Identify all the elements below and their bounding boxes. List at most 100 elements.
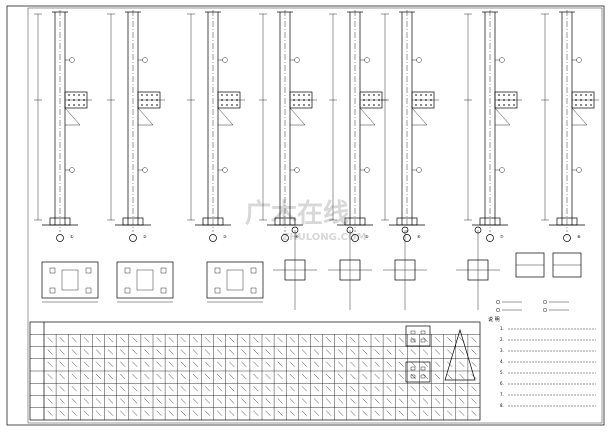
- plan-hole: [410, 338, 416, 343]
- anchor-bolt: [124, 287, 131, 294]
- cell-mark: [410, 386, 416, 392]
- cell-mark: [301, 386, 307, 392]
- grid-bubble: [486, 234, 494, 242]
- cell-mark: [132, 361, 138, 367]
- bolt: [308, 98, 311, 101]
- callout-circle: [69, 167, 75, 173]
- cell-mark: [132, 373, 138, 380]
- column-section: [61, 269, 79, 291]
- cell-mark: [459, 386, 465, 392]
- bolt: [420, 103, 423, 106]
- bolt: [363, 103, 366, 106]
- cell-mark: [422, 386, 429, 392]
- cell-mark: [59, 398, 65, 404]
- cell-mark: [217, 361, 223, 367]
- plate-detail: [552, 252, 582, 278]
- bolt: [585, 98, 588, 101]
- grid-bubble: [474, 226, 482, 234]
- cell-mark: [120, 386, 126, 392]
- cell-mark: [362, 349, 368, 355]
- cell-mark: [398, 361, 404, 367]
- base-outline: [41, 261, 99, 299]
- callout-circle: [294, 57, 300, 63]
- cell-mark: [326, 361, 332, 367]
- bolt: [590, 98, 593, 101]
- cell-mark: [471, 373, 477, 380]
- cell-mark: [326, 386, 332, 392]
- bolt: [293, 103, 296, 106]
- cell-mark: [350, 386, 356, 392]
- bolt: [580, 93, 583, 96]
- bolt: [140, 93, 143, 96]
- column-label: ⑥: [417, 234, 421, 239]
- haunch: [64, 107, 81, 126]
- cell-mark: [459, 361, 465, 367]
- cell-mark: [47, 337, 53, 343]
- cell-mark: [374, 386, 380, 392]
- grid-bubble: [401, 226, 409, 234]
- bolt: [72, 93, 75, 96]
- base-detail: [41, 261, 99, 303]
- section-detail: [456, 226, 500, 310]
- anchor-bolt: [160, 287, 167, 294]
- cell-mark: [241, 373, 247, 380]
- cell-mark: [156, 361, 162, 367]
- cell-mark: [180, 386, 186, 392]
- cell-mark: [313, 349, 320, 355]
- bolt: [77, 93, 80, 96]
- bolt: [225, 93, 228, 96]
- cell-mark: [132, 410, 138, 416]
- cell-mark: [350, 398, 356, 404]
- grid-bubble: [209, 234, 217, 242]
- cell-mark: [253, 386, 259, 392]
- cell-mark: [374, 361, 380, 367]
- cell-mark: [326, 398, 332, 404]
- cell-mark: [120, 337, 126, 343]
- cell-mark: [386, 373, 392, 380]
- cell-mark: [192, 386, 198, 392]
- bolt: [82, 98, 85, 101]
- sheet-border: [6, 5, 605, 426]
- cell-mark: [168, 337, 174, 343]
- angle-shape: [444, 328, 476, 381]
- cell-mark: [95, 398, 102, 404]
- cell-mark: [229, 386, 235, 392]
- cell-mark: [265, 410, 271, 416]
- bolt: [425, 103, 428, 106]
- plan-hole: [410, 366, 416, 371]
- cell-mark: [398, 337, 404, 343]
- bolt: [378, 98, 381, 101]
- cell-mark: [180, 349, 186, 355]
- bolt: [220, 103, 223, 106]
- cell-mark: [301, 398, 307, 404]
- plan-plate: [405, 361, 431, 383]
- cell-mark: [229, 410, 235, 416]
- cell-mark: [229, 398, 235, 404]
- cell-mark: [47, 386, 53, 392]
- cell-mark: [410, 410, 416, 416]
- plan-detail: [405, 361, 431, 383]
- cell-mark: [59, 373, 65, 380]
- bolt: [230, 93, 233, 96]
- cell-mark: [120, 410, 126, 416]
- note-number: 1.: [500, 326, 504, 331]
- cell-mark: [71, 373, 77, 380]
- bolt: [513, 98, 516, 101]
- bolt: [585, 103, 588, 106]
- section-box: [339, 259, 361, 281]
- bolt: [503, 98, 506, 101]
- cell-mark: [217, 386, 223, 392]
- cell-mark: [47, 410, 53, 416]
- bolt: [368, 93, 371, 96]
- cell-mark: [108, 410, 114, 416]
- bolt: [373, 98, 376, 101]
- cell-mark: [362, 361, 368, 367]
- cell-mark: [71, 398, 77, 404]
- plan-hole: [420, 338, 426, 343]
- callout-circle: [364, 57, 370, 63]
- cell-mark: [253, 361, 259, 367]
- note-number: 2.: [500, 337, 504, 342]
- bolt: [498, 93, 501, 96]
- cell-mark: [71, 386, 77, 392]
- cell-mark: [301, 361, 307, 367]
